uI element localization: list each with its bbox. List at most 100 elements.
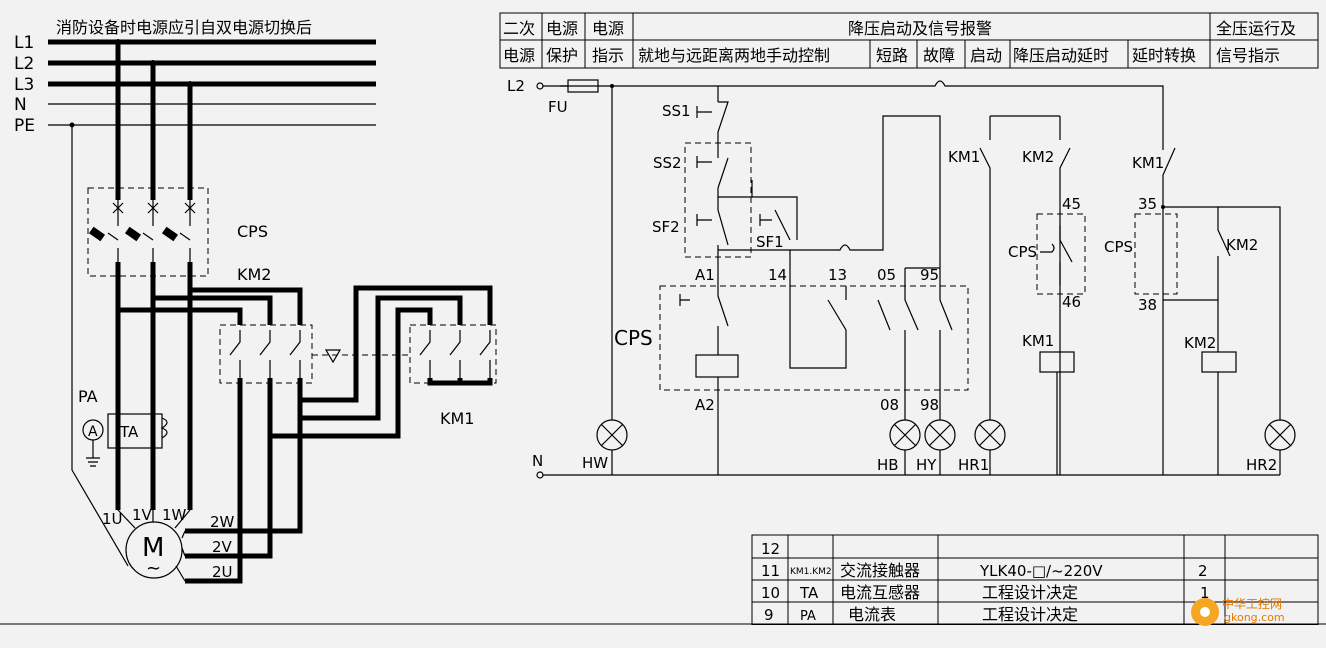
km1-box-power [409, 324, 497, 384]
terminal-a1: A1 [695, 266, 715, 284]
ss1-label: SS1 [662, 102, 691, 120]
km2-coil [1201, 351, 1237, 373]
lamp-hr1-label: HR1 [958, 456, 989, 474]
sf1-label: SF1 [756, 233, 784, 251]
n-label: N [532, 452, 543, 470]
motor-symbol: M [142, 533, 164, 563]
km2-coil-label: KM2 [1184, 334, 1216, 352]
cps-c-label: CPS [1104, 238, 1133, 256]
parts-row3-no: 10 [761, 584, 780, 602]
t35-label: 35 [1138, 195, 1157, 213]
lamp-hw-label: HW [582, 454, 608, 472]
header-col2-top: 电源 [546, 19, 578, 38]
fu-label: FU [548, 98, 568, 116]
terminal-98: 98 [920, 396, 939, 414]
km1-coil-label: KM1 [1022, 332, 1054, 350]
control-header-table: 二次 电源 电源 保护 电源 指示 降压启动及信号报警 就地与远距离两地手动控制… [499, 12, 1319, 69]
km2-b-label: KM2 [1226, 236, 1258, 254]
km2-a-label: KM2 [1022, 148, 1054, 166]
header-sub-6: 延时转换 [1132, 46, 1196, 65]
parts-row2-qty: 2 [1198, 562, 1208, 580]
cps-box-power [87, 187, 209, 277]
l2-label: L2 [507, 77, 525, 95]
terminal-95: 95 [920, 266, 939, 284]
t45-label: 45 [1062, 195, 1081, 213]
terminal-08: 08 [880, 396, 899, 414]
cps-coil [695, 354, 739, 378]
parts-row3-qty: 1 [1200, 584, 1210, 602]
parts-row4-no: 9 [764, 606, 774, 624]
ammeter-symbol: A [88, 424, 98, 440]
power-circuit: 消防设备时电源应引自双电源切换后 L1 L2 L3 N PE CPS [14, 18, 497, 584]
header-col2-bottom: 保护 [546, 46, 578, 65]
title-left: 消防设备时电源应引自双电源切换后 [56, 18, 312, 37]
header-sub-2: 短路 [876, 46, 908, 65]
pa-label: PA [78, 387, 98, 406]
header-col1-top: 二次 [503, 19, 535, 38]
watermark-brand: 中华工控网 [1222, 596, 1282, 611]
parts-row4-code: PA [800, 609, 816, 624]
watermark-url: gkong.com [1224, 611, 1285, 624]
lamp-hr2-label: HR2 [1246, 456, 1277, 474]
ta-label: TA [119, 423, 139, 441]
header-sub-1: 就地与远距离两地手动控制 [638, 46, 830, 65]
cps-box-control [659, 285, 969, 391]
parts-row3-name: 电流互感器 [840, 583, 920, 602]
bus-label-l2: L2 [14, 54, 34, 74]
terminal-13: 13 [828, 266, 847, 284]
lamp-hy-label: HY [916, 456, 937, 474]
header-sub-4: 启动 [970, 46, 1002, 65]
cps-delay-box-2 [1134, 213, 1178, 295]
parts-row2-spec: YLK40-□/~220V [979, 562, 1103, 580]
terminal-1w: 1W [162, 506, 187, 524]
parts-row4-spec: 工程设计决定 [982, 605, 1078, 624]
parts-row2-no: 11 [761, 562, 780, 580]
parts-row1-no: 12 [761, 540, 780, 558]
header-last-bottom: 信号指示 [1216, 46, 1280, 65]
cps-b-label: CPS [1008, 243, 1037, 261]
bus-label-l3: L3 [14, 75, 34, 95]
header-col3-bottom: 指示 [592, 46, 624, 65]
header-group-title: 降压启动及信号报警 [848, 19, 992, 38]
header-col1-bottom: 电源 [503, 46, 535, 65]
terminal-a2: A2 [695, 396, 715, 414]
header-sub-5: 降压启动延时 [1013, 46, 1109, 65]
km1-a-label: KM1 [948, 148, 980, 166]
terminal-1u: 1U [102, 510, 123, 528]
motor-ac: ~ [146, 558, 161, 579]
km1-label-power: KM1 [440, 409, 474, 428]
parts-row2-name: 交流接触器 [840, 561, 920, 580]
control-circuit: L2 FU SS1 SS2 SF2 SF1 CPS A1 14 13 05 95… [507, 77, 1296, 479]
cps-label-power: CPS [237, 222, 268, 241]
terminal-2v: 2V [212, 538, 233, 556]
cps-label-control: CPS [614, 326, 653, 350]
terminal-1v: 1V [132, 506, 153, 524]
km2-box-power [219, 324, 313, 384]
km1-coil [1039, 351, 1075, 373]
lamp-hb-label: HB [877, 456, 899, 474]
parts-row3-spec: 工程设计决定 [982, 583, 1078, 602]
parts-row3-code: TA [799, 584, 819, 602]
t46-label: 46 [1062, 293, 1081, 311]
parts-row2-code: KM1.KM2 [790, 567, 832, 577]
terminal-05: 05 [877, 266, 896, 284]
terminal-2w: 2W [210, 513, 235, 531]
sf2-label: SF2 [652, 218, 680, 236]
terminal-14: 14 [768, 266, 787, 284]
bus-label-n: N [14, 95, 27, 115]
terminal-2u: 2U [212, 563, 233, 581]
header-last-top: 全压运行及 [1216, 19, 1296, 38]
t38-label: 38 [1138, 296, 1157, 314]
header-sub-3: 故障 [923, 46, 955, 65]
bus-label-pe: PE [14, 116, 35, 136]
motor-icon [125, 521, 183, 579]
ss2-label: SS2 [653, 154, 682, 172]
header-col3-top: 电源 [592, 19, 624, 38]
bus-label-l1: L1 [14, 33, 34, 53]
km2-label-power: KM2 [237, 265, 271, 284]
parts-table: 12 11 KM1.KM2 交流接触器 YLK40-□/~220V 2 10 T… [751, 534, 1319, 626]
ta-box [107, 413, 163, 449]
parts-row4-name: 电流表 [848, 605, 896, 624]
watermark: 中华工控网 gkong.com [1191, 596, 1285, 626]
